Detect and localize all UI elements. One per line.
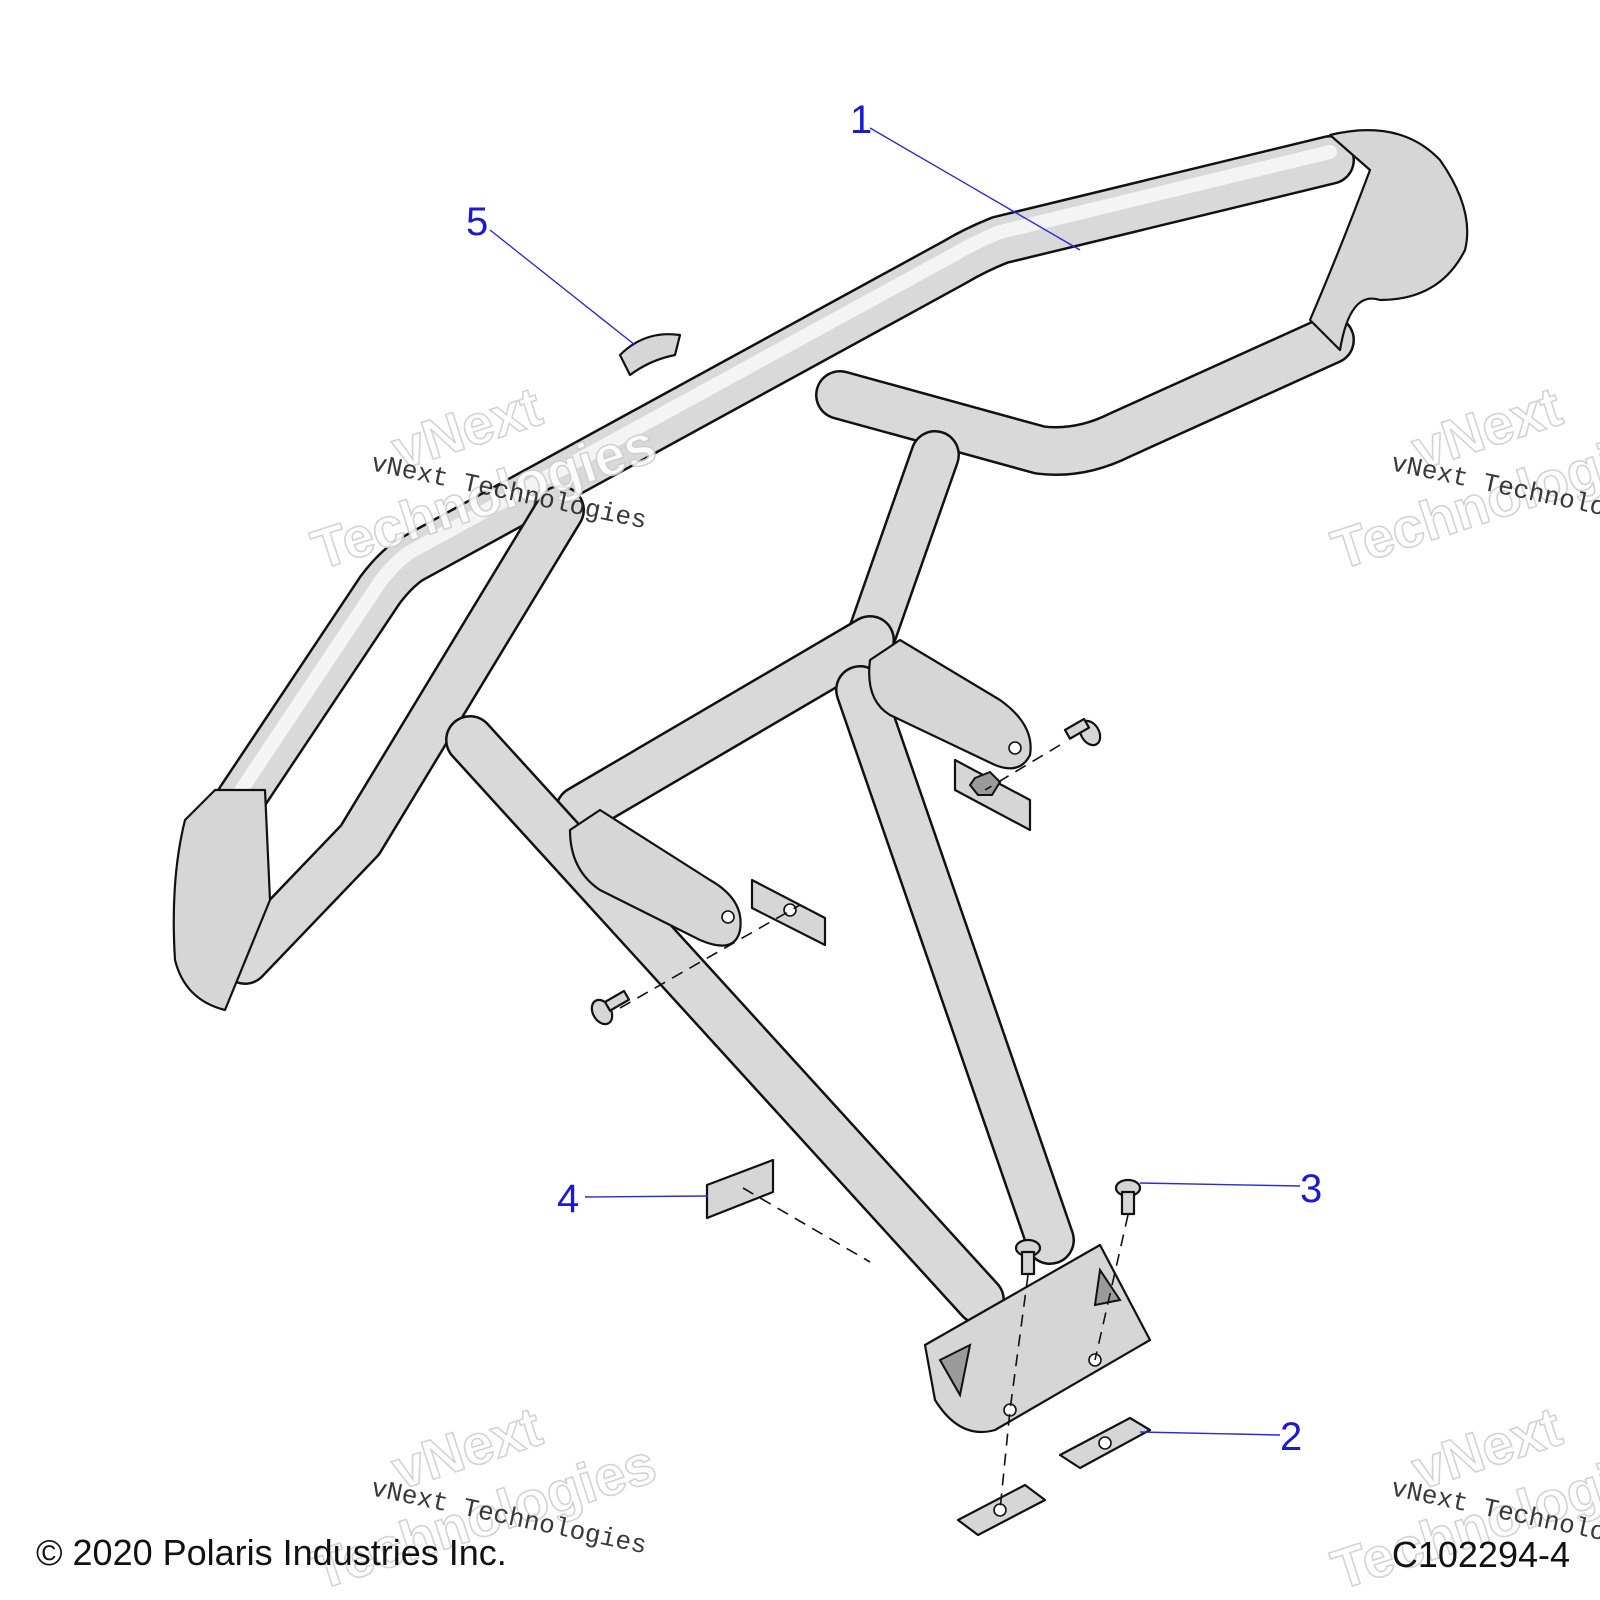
callout-3: 3	[1139, 1167, 1322, 1211]
assembly-lines	[619, 744, 1129, 1511]
copyright-text: © 2020 Polaris Industries Inc.	[36, 1532, 507, 1573]
callout-2: 2	[1139, 1415, 1302, 1459]
callout-5: 5	[466, 200, 636, 346]
hardware	[590, 717, 1152, 1537]
callout-1: 1	[850, 98, 1081, 251]
callout-4: 4	[557, 1177, 709, 1221]
leader-line	[1139, 1431, 1281, 1436]
callout-number: 2	[1280, 1415, 1302, 1459]
callout-number: 5	[466, 200, 488, 244]
leader-line	[489, 229, 636, 346]
callout-number: 1	[850, 98, 872, 142]
callout-number: 3	[1300, 1167, 1322, 1211]
bumper-frame	[172, 129, 1469, 1434]
leader-line	[869, 127, 1081, 251]
drawing-number: C102294-4	[1391, 1534, 1570, 1575]
leader-line	[584, 1195, 709, 1198]
callout-number: 4	[557, 1177, 579, 1221]
leader-line	[1139, 1182, 1301, 1187]
plate-part-4	[705, 1158, 775, 1220]
